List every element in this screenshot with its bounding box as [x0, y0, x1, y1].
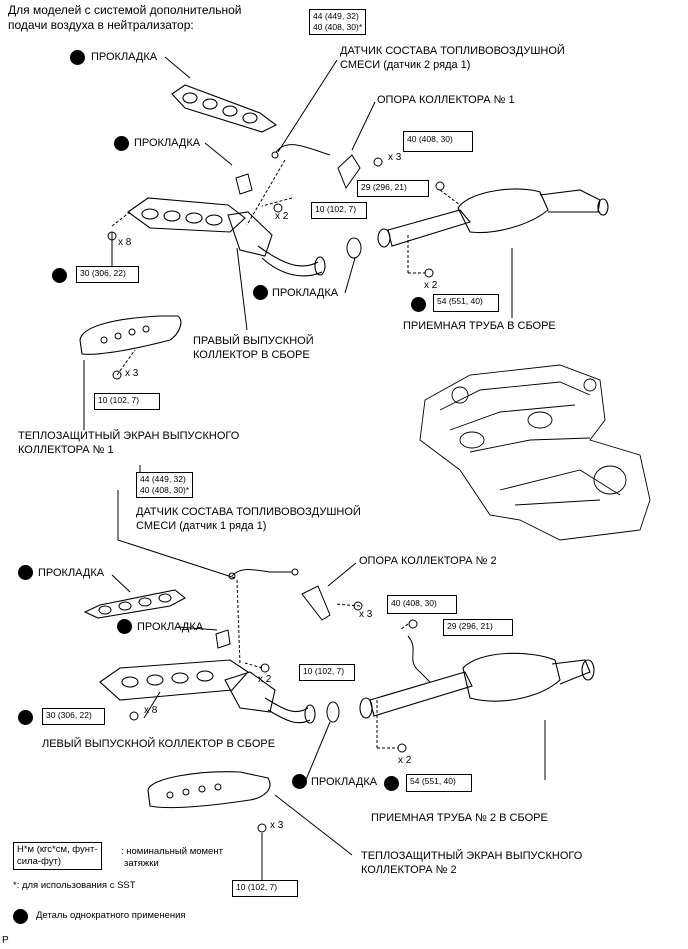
non-reusable-mark	[114, 136, 129, 151]
bottom-manifold-torque-box: 30 (306, 22)	[42, 708, 105, 725]
bottom-gasket-inner-label: ПРОКЛАДКА	[137, 621, 204, 633]
footer-code: P	[2, 935, 9, 946]
legend-non-reusable-mark	[13, 909, 28, 924]
bottom-pipe-nut-torque-box: 54 (551, 40)	[406, 774, 472, 792]
bottom-sensor-label-2: СМЕСИ (датчик 1 ряда 1)	[136, 520, 267, 532]
non-reusable-mark	[253, 285, 268, 300]
top-sensor-label-2: СМЕСИ (датчик 2 ряда 1)	[340, 59, 471, 71]
bottom-sensor-torque-2: 40 (408, 30)*	[140, 485, 190, 495]
non-reusable-mark	[117, 619, 132, 634]
top-stay-label: ОПОРА КОЛЛЕКТОРА № 1	[377, 94, 515, 106]
bottom-stay-torque-box: 40 (408, 30)	[387, 595, 457, 614]
header-line-2: подачи воздуха в нейтрализатор:	[8, 18, 194, 32]
top-sensor-torque-2: 40 (408, 30)*	[313, 22, 363, 32]
top-pipe-nut-mult: x 2	[424, 280, 438, 291]
bottom-pipe-label: ПРИЕМНАЯ ТРУБА № 2 В СБОРЕ	[371, 812, 548, 824]
bottom-shield-mult: x 3	[270, 820, 284, 831]
header-line-1: Для моделей с системой дополнительной	[8, 3, 242, 17]
non-reusable-mark	[292, 774, 307, 789]
non-reusable-mark	[70, 50, 85, 65]
bottom-gasket-outer-label: ПРОКЛАДКА	[38, 567, 105, 579]
legend-sst-note: *: для использования с SST	[13, 880, 136, 891]
non-reusable-mark	[52, 268, 67, 283]
top-manifold-nut-mult: x 8	[118, 237, 132, 248]
non-reusable-mark	[18, 565, 33, 580]
top-gasket-inner-label: ПРОКЛАДКА	[134, 137, 201, 149]
top-nut-torque-box: 10 (102, 7)	[311, 202, 367, 219]
non-reusable-mark	[384, 776, 399, 791]
bottom-nut-mult: x 2	[258, 674, 272, 685]
bottom-sensor-torque-1: 44 (449, 32)	[140, 474, 186, 484]
top-stay-mult: x 3	[388, 152, 402, 163]
top-shield-torque-box: 10 (102, 7)	[94, 393, 160, 410]
bottom-pipe-nut-mult: x 2	[398, 755, 412, 766]
non-reusable-mark	[18, 710, 33, 725]
top-sensor-torque-1: 44 (449, 32)	[313, 11, 359, 21]
bottom-sensor-label-1: ДАТЧИК СОСТАВА ТОПЛИВОВОЗДУШНОЙ	[136, 506, 361, 518]
top-stay-torque-box: 40 (408, 30)	[403, 131, 473, 152]
bottom-shield-label-1: ТЕПЛОЗАЩИТНЫЙ ЭКРАН ВЫПУСКНОГО	[361, 850, 583, 862]
top-manifold-label-2: КОЛЛЕКТОР В СБОРЕ	[193, 349, 310, 361]
bottom-shield-label-2: КОЛЛЕКТОРА № 2	[361, 864, 457, 876]
top-gasket-pipe-label: ПРОКЛАДКА	[272, 287, 339, 299]
top-nut-mult: x 2	[275, 211, 289, 222]
legend-unit-box: Н*м (кгс*см, фунт- сила-фут)	[13, 842, 102, 870]
legend-non-reusable-text: Деталь однократного применения	[36, 910, 186, 921]
top-shield-mult: x 3	[125, 368, 139, 379]
top-manifold-label-1: ПРАВЫЙ ВЫПУСКНОЙ	[193, 335, 314, 347]
top-pipe-nut-torque-box: 54 (551, 40)	[433, 294, 499, 312]
top-manifold-torque-box: 30 (306, 22)	[76, 266, 139, 283]
top-gasket-outer-label: ПРОКЛАДКА	[91, 51, 158, 63]
legend-unit-desc-2: затяжки	[124, 858, 159, 869]
top-pipe-label: ПРИЕМНАЯ ТРУБА В СБОРЕ	[403, 320, 556, 332]
bottom-manifold-label: ЛЕВЫЙ ВЫПУСКНОЙ КОЛЛЕКТОР В СБОРЕ	[42, 738, 276, 750]
bottom-stay-mult: x 3	[359, 609, 373, 620]
non-reusable-mark	[411, 297, 426, 312]
bottom-shield-torque-box: 10 (102, 7)	[232, 880, 298, 897]
bottom-stay-label: ОПОРА КОЛЛЕКТОРА № 2	[359, 555, 497, 567]
top-shield-label-1: ТЕПЛОЗАЩИТНЫЙ ЭКРАН ВЫПУСКНОГО	[18, 430, 240, 442]
bottom-manifold-mult: x 8	[144, 705, 158, 716]
bottom-pipe-bolt-torque-box: 29 (296, 21)	[443, 619, 513, 636]
bottom-sensor-torque-box: 44 (449, 32) 40 (408, 30)*	[136, 472, 194, 498]
legend-unit-box-line-1: Н*м (кгс*см, фунт-	[17, 844, 98, 855]
legend-unit-box-line-2: сила-фут)	[17, 856, 62, 867]
legend-unit-desc-1: : номинальный момент	[121, 846, 223, 857]
top-sensor-label-1: ДАТЧИК СОСТАВА ТОПЛИВОВОЗДУШНОЙ	[340, 45, 565, 57]
bottom-gasket-pipe-label: ПРОКЛАДКА	[311, 776, 378, 788]
top-pipe-bolt-torque-box: 29 (296, 21)	[357, 180, 429, 197]
top-sensor-torque-box: 44 (449, 32) 40 (408, 30)*	[309, 9, 367, 35]
top-shield-label-2: КОЛЛЕКТОРА № 1	[18, 444, 114, 456]
bottom-nut-torque-box: 10 (102, 7)	[299, 664, 355, 681]
